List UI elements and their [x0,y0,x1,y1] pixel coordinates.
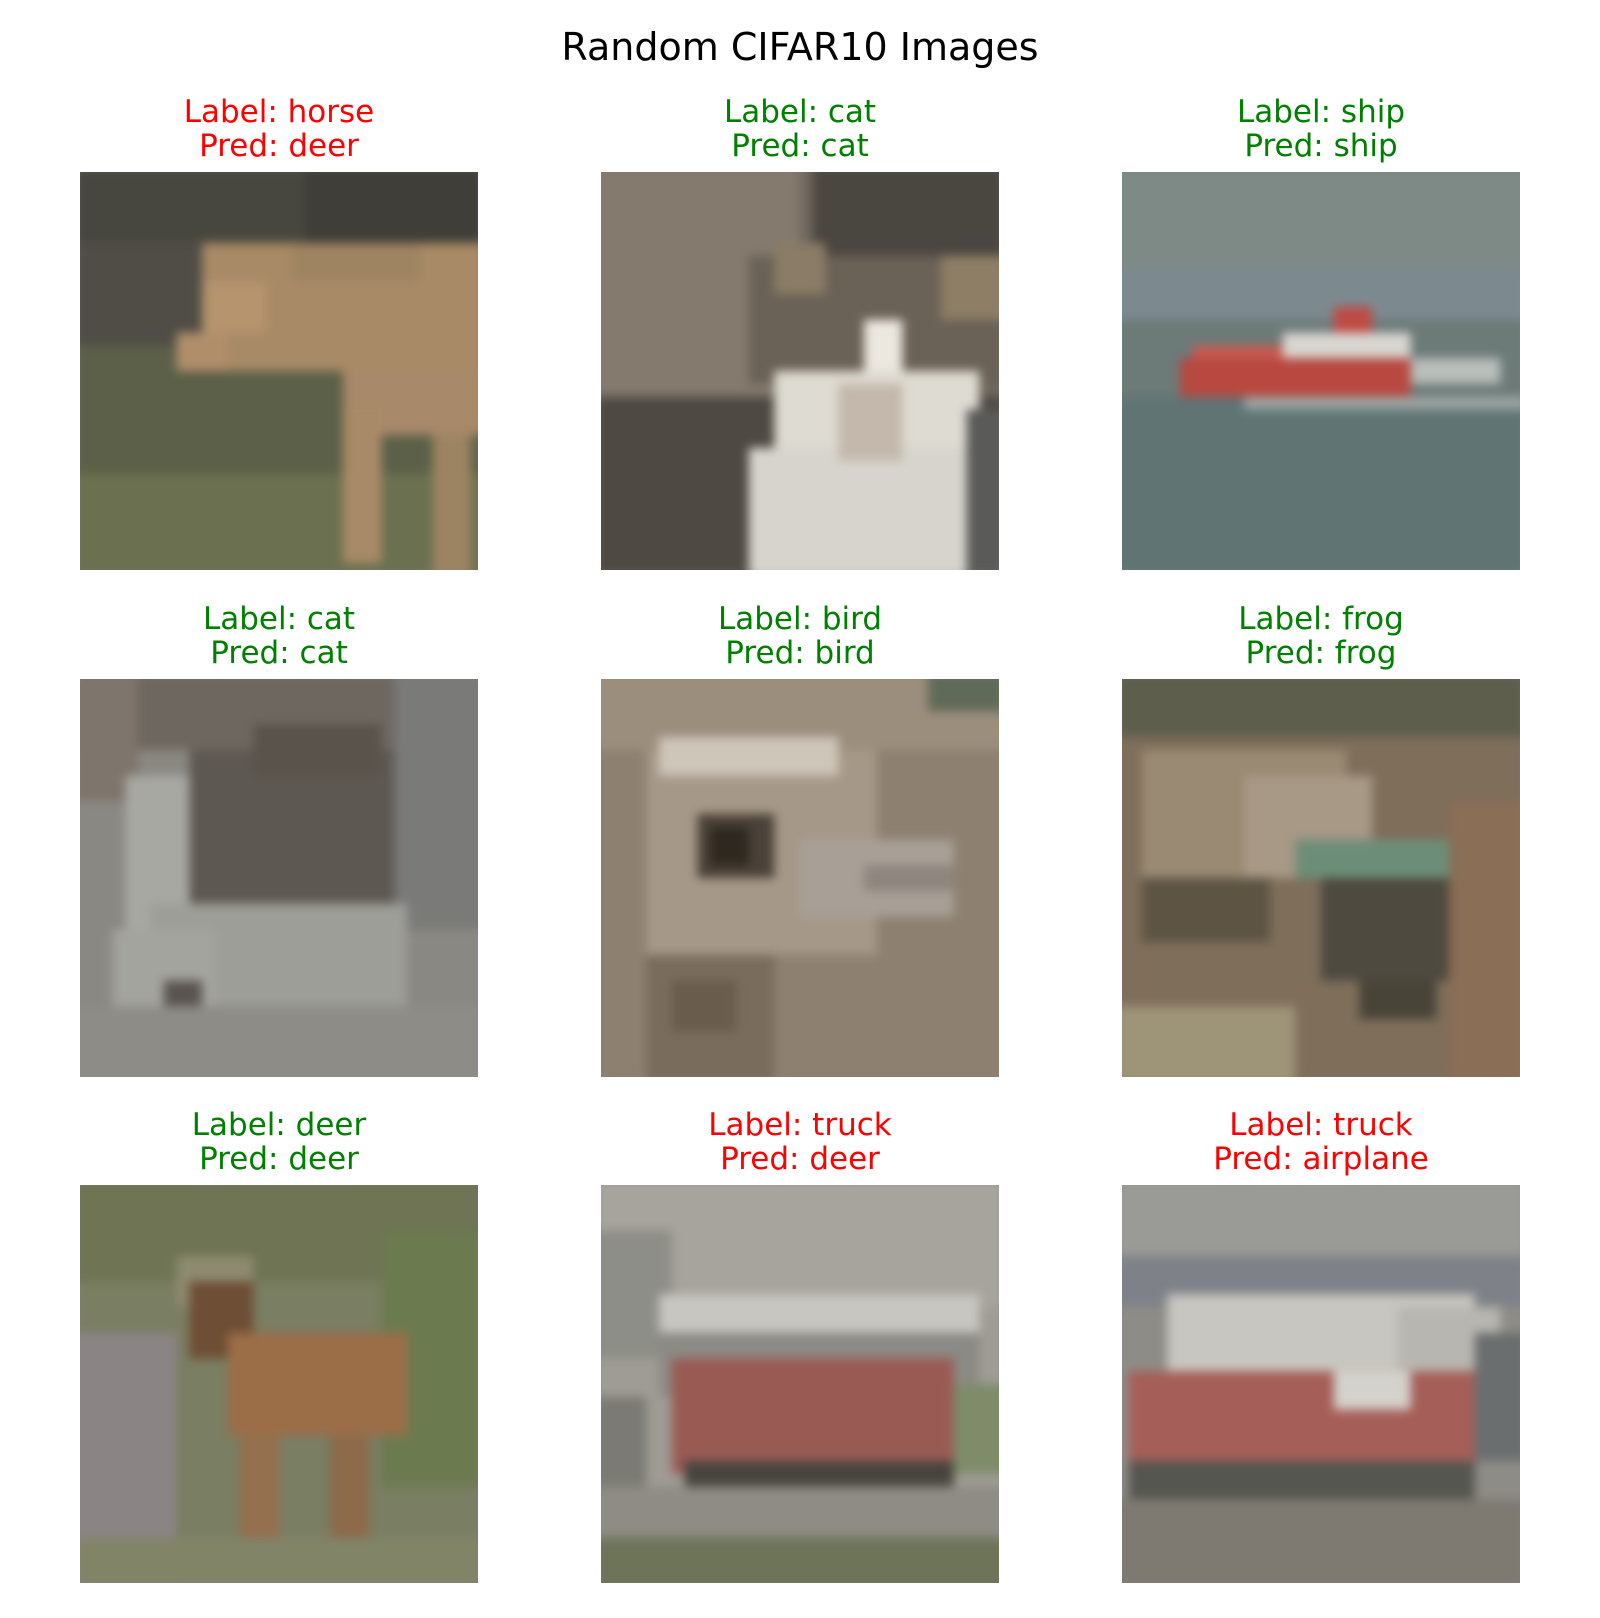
panel-caption: Label: frog Pred: frog [1062,602,1580,670]
label-text: Label: ship [1236,94,1406,130]
pred-text: Pred: bird [725,635,875,671]
image-truck [1122,1185,1520,1583]
panel-9: Label: truck Pred: airplane [1122,1108,1520,1618]
image-cat [80,679,478,1077]
pred-text: Pred: deer [720,1141,880,1177]
panel-caption: Label: cat Pred: cat [20,602,538,670]
pred-text: Pred: cat [731,128,869,164]
pred-text: Pred: deer [199,128,359,164]
panel-1: Label: horse Pred: deer [80,95,478,605]
panel-5: Label: bird Pred: bird [601,602,999,1112]
label-text: Label: truck [708,1107,892,1143]
pred-text: Pred: cat [210,635,348,671]
panel-6: Label: frog Pred: frog [1122,602,1520,1112]
panel-caption: Label: cat Pred: cat [541,95,1059,163]
image-bird [601,679,999,1077]
pred-text: Pred: deer [199,1141,359,1177]
label-text: Label: frog [1238,601,1404,637]
panel-4: Label: cat Pred: cat [80,602,478,1112]
figure-title: Random CIFAR10 Images [561,25,1039,69]
pred-text: Pred: airplane [1213,1141,1429,1177]
panel-caption: Label: truck Pred: deer [541,1108,1059,1176]
panel-caption: Label: horse Pred: deer [20,95,538,163]
image-cat [601,172,999,570]
label-text: Label: deer [191,1107,367,1143]
pred-text: Pred: ship [1244,128,1398,164]
label-text: Label: cat [202,601,356,637]
panel-8: Label: truck Pred: deer [601,1108,999,1618]
image-ship [1122,172,1520,570]
label-text: Label: bird [717,601,883,637]
panel-caption: Label: bird Pred: bird [541,602,1059,670]
label-text: Label: cat [723,94,877,130]
panel-2: Label: cat Pred: cat [601,95,999,605]
panel-caption: Label: ship Pred: ship [1062,95,1580,163]
label-text: Label: truck [1229,1107,1413,1143]
label-text: Label: horse [183,94,375,130]
image-frog [1122,679,1520,1077]
image-truck [601,1185,999,1583]
panel-3: Label: ship Pred: ship [1122,95,1520,605]
panel-caption: Label: truck Pred: airplane [1062,1108,1580,1176]
panel-caption: Label: deer Pred: deer [20,1108,538,1176]
pred-text: Pred: frog [1245,635,1397,671]
image-horse [80,172,478,570]
panel-7: Label: deer Pred: deer [80,1108,478,1618]
image-deer [80,1185,478,1583]
